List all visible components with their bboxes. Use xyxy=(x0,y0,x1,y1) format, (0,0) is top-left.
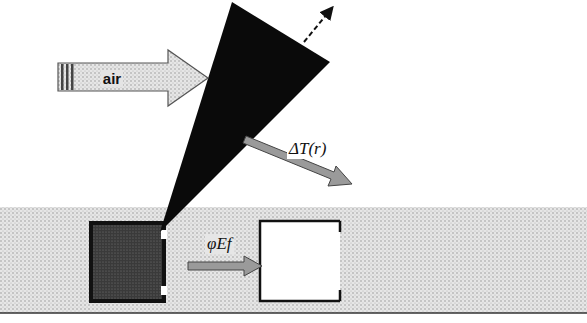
target-box xyxy=(260,221,340,301)
arrow-outline xyxy=(58,48,210,108)
vent xyxy=(161,230,167,239)
target-interior xyxy=(260,221,340,301)
flux-label: φEf xyxy=(205,234,234,254)
arrow-body xyxy=(58,50,208,106)
flux-arrow xyxy=(188,256,262,276)
temperature-label: ΔT(r) xyxy=(287,139,328,159)
heat-arrow xyxy=(243,136,352,186)
vent xyxy=(161,286,167,295)
tail-stripe xyxy=(71,64,74,90)
ground xyxy=(0,207,587,313)
tail-stripe xyxy=(61,64,64,90)
node-label: air xyxy=(101,70,123,87)
ground-base xyxy=(0,312,587,314)
source-box xyxy=(91,223,164,301)
air-flow-arrow: air xyxy=(58,48,210,108)
tail-stripe xyxy=(66,64,69,90)
plume xyxy=(160,2,330,232)
plume-direction-arrow xyxy=(304,8,332,42)
